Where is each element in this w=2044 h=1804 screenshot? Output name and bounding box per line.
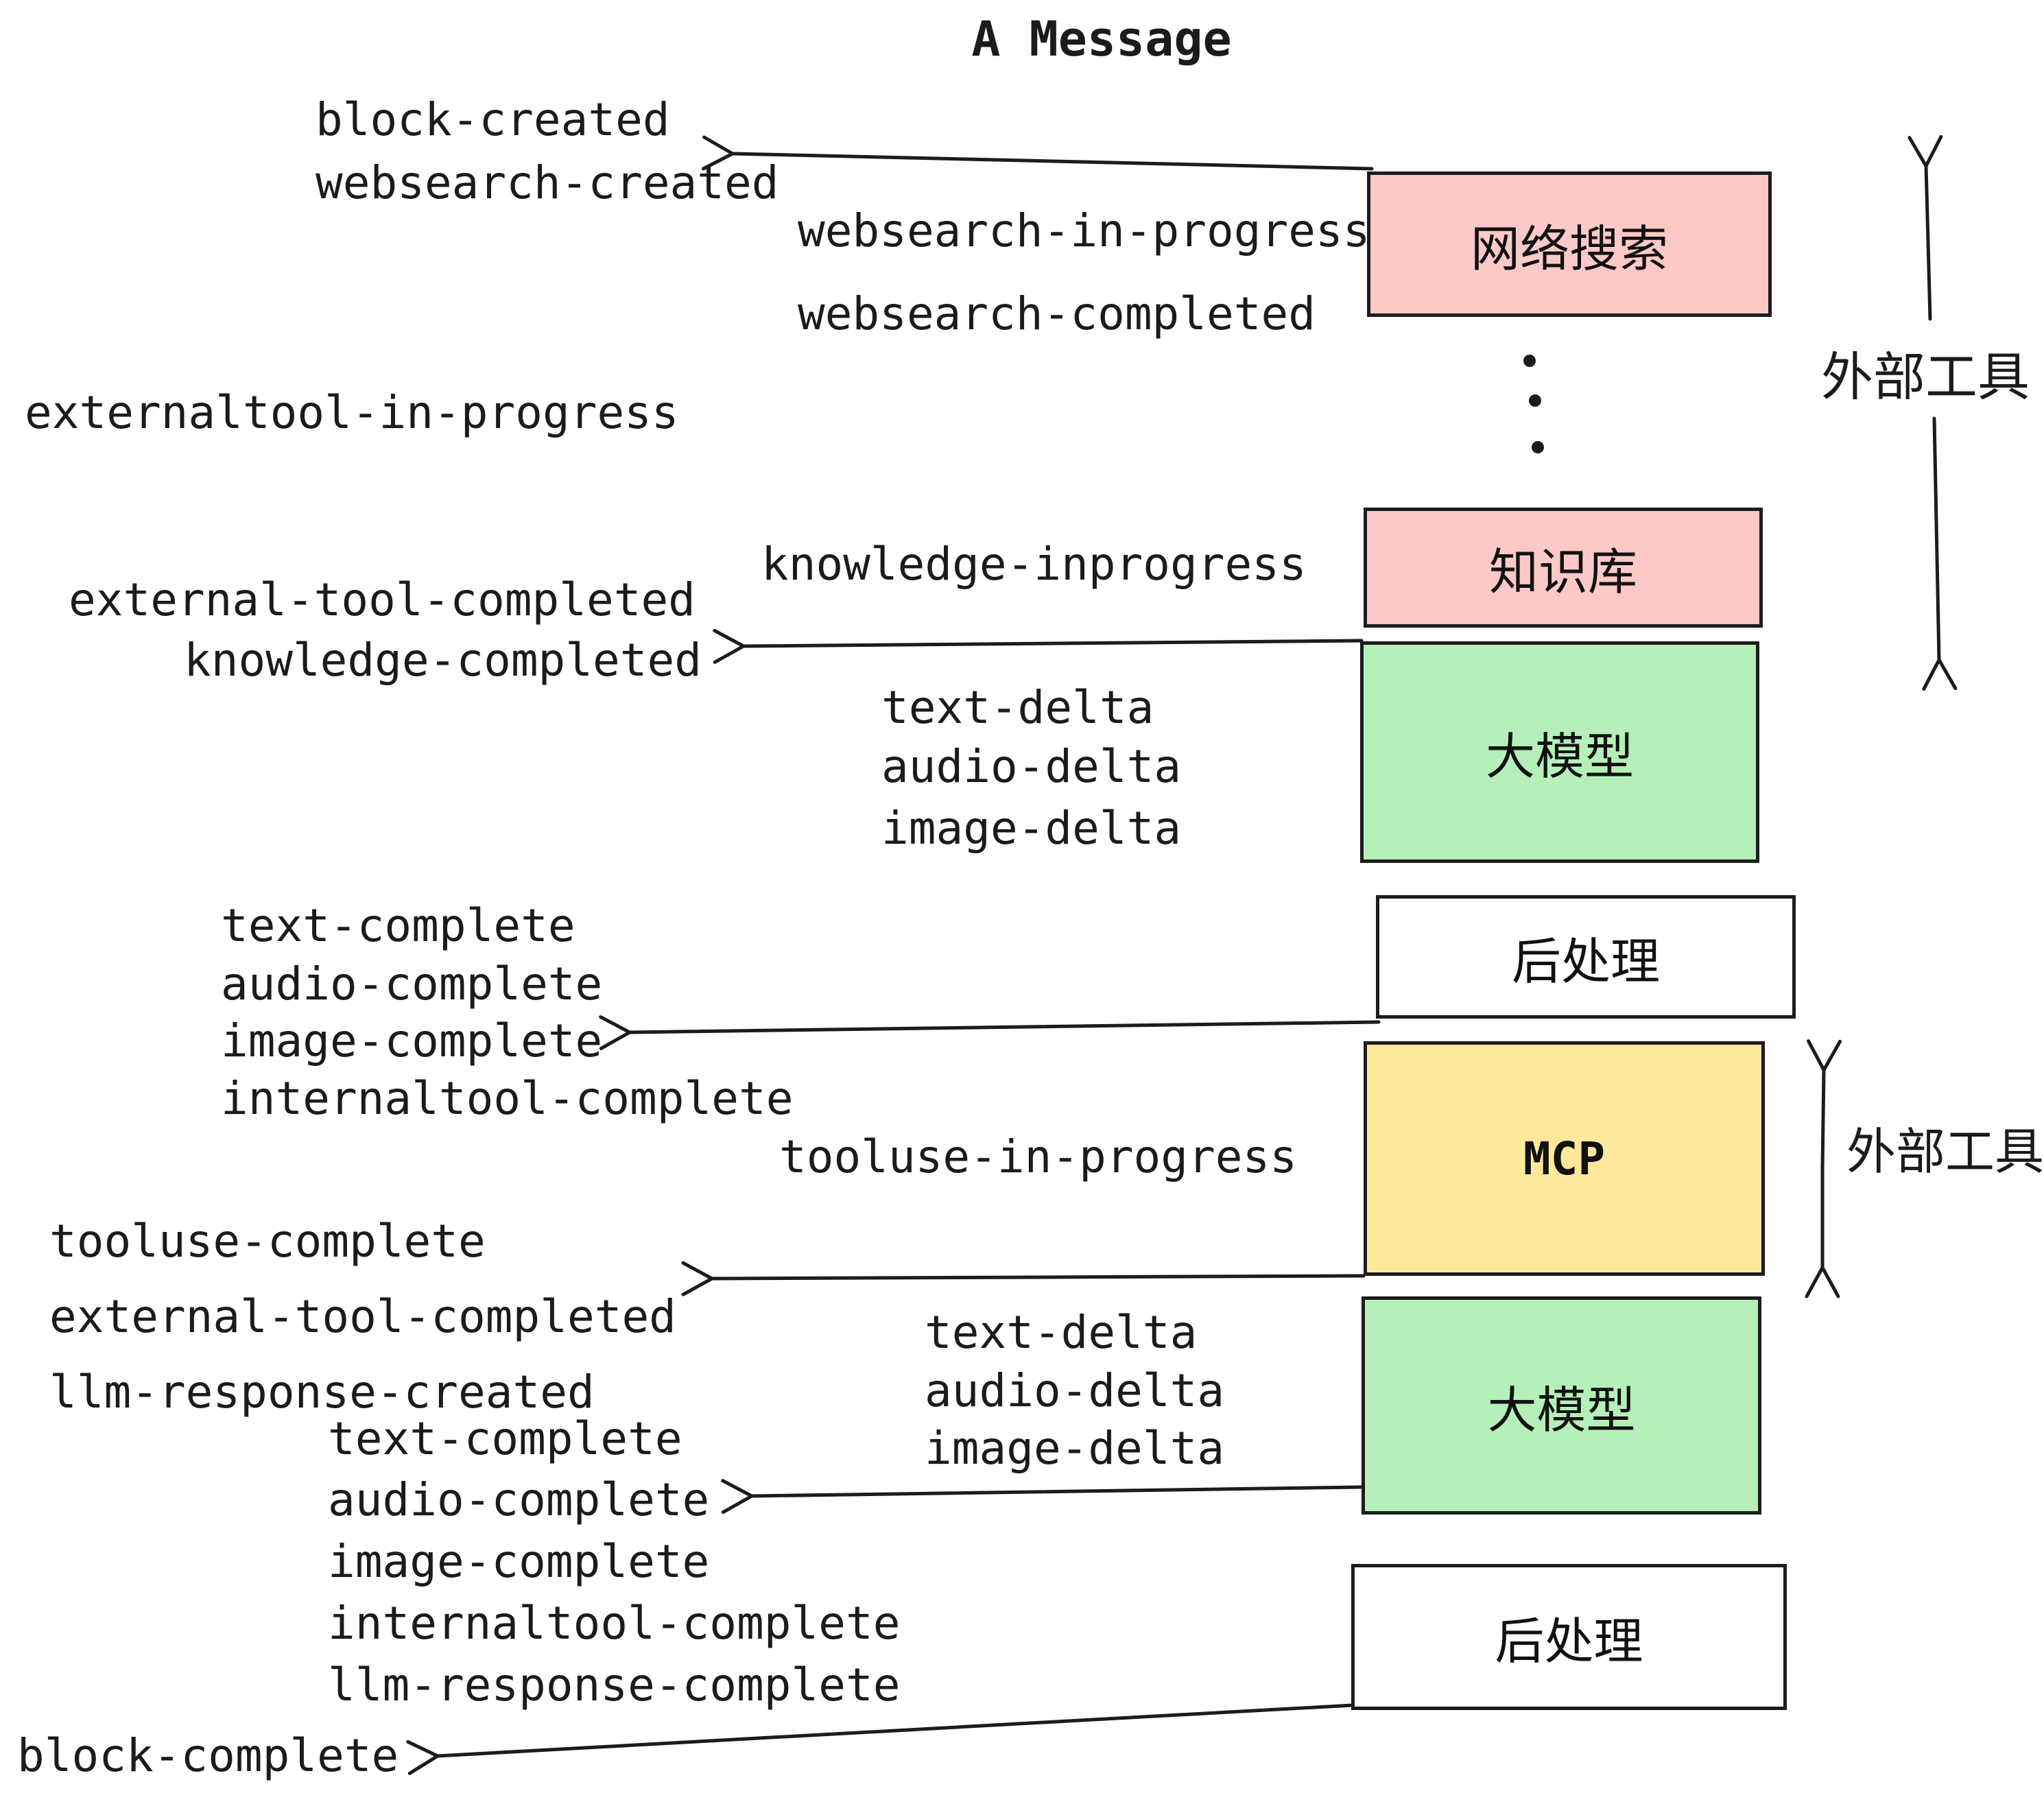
arrow-block-complete xyxy=(406,1703,1355,1775)
arrow-external-tools-down xyxy=(1922,416,1958,691)
event-websearch-created: websearch-created xyxy=(316,156,779,209)
event-externaltool-in-progress: externaltool-in-progress xyxy=(25,386,679,439)
event-audio-delta-1: audio-delta xyxy=(881,740,1182,793)
arrow-internal-complete-1 xyxy=(599,1015,1381,1051)
event-internaltool-complete-1: internaltool-complete xyxy=(221,1072,794,1125)
ellipsis-dot xyxy=(1532,441,1544,453)
box-postprocess-1: 后处理 xyxy=(1376,895,1796,1019)
event-internaltool-complete-2: internaltool-complete xyxy=(328,1597,901,1650)
box-llm-1: 大模型 xyxy=(1360,641,1759,863)
event-knowledge-inprogress: knowledge-inprogress xyxy=(761,538,1307,591)
event-image-delta-1: image-delta xyxy=(881,802,1182,855)
arrow-tooluse-complete xyxy=(681,1261,1366,1296)
event-block-created: block-created xyxy=(316,93,670,146)
box-websearch: 网络搜索 xyxy=(1367,171,1772,317)
event-tooluse-in-progress: tooluse-in-progress xyxy=(779,1130,1297,1183)
event-text-complete-2: text-complete xyxy=(328,1412,682,1465)
event-audio-complete-2: audio-complete xyxy=(328,1473,710,1526)
event-image-complete-1: image-complete xyxy=(221,1014,603,1067)
box-knowledge: 知识库 xyxy=(1364,508,1763,628)
event-llm-response-created: llm-response-created xyxy=(49,1366,595,1419)
event-websearch-in-progress: websearch-in-progress xyxy=(798,204,1370,257)
event-llm-response-complete: llm-response-complete xyxy=(328,1659,901,1711)
arrow-knowledge-completed xyxy=(713,628,1364,664)
event-block-complete: block-complete xyxy=(17,1729,399,1782)
ellipsis-dot xyxy=(1529,394,1541,407)
event-external-tool-completed: external-tool-completed xyxy=(69,573,696,626)
page-title: A Message xyxy=(971,11,1232,67)
event-text-delta-1: text-delta xyxy=(881,681,1154,734)
event-tooluse-complete: tooluse-complete xyxy=(49,1215,486,1268)
label-external-tools-mcp: 外部工具 xyxy=(1846,1125,2044,1180)
event-image-complete-2: image-complete xyxy=(328,1535,710,1588)
arrow-external-tools-up xyxy=(1908,134,1943,321)
box-mcp: MCP xyxy=(1364,1041,1765,1276)
event-image-delta-2: image-delta xyxy=(925,1422,1225,1475)
event-audio-delta-2: audio-delta xyxy=(925,1364,1225,1417)
event-knowledge-completed: knowledge-completed xyxy=(184,634,702,687)
event-text-complete-1: text-complete xyxy=(221,899,575,952)
event-audio-complete-1: audio-complete xyxy=(221,958,603,1010)
arrow-mcp-tools-up xyxy=(1807,1039,1842,1172)
box-llm-2: 大模型 xyxy=(1362,1296,1761,1515)
event-websearch-completed: websearch-completed xyxy=(798,287,1316,340)
event-text-delta-2: text-delta xyxy=(925,1306,1198,1359)
ellipsis-dots xyxy=(1523,355,1544,453)
ellipsis-dot xyxy=(1523,355,1536,367)
arrow-audio-complete-2 xyxy=(721,1479,1364,1515)
label-external-tools-top: 外部工具 xyxy=(1821,348,2030,407)
event-external-tool-completed-2: external-tool-completed xyxy=(49,1290,676,1343)
arrow-websearch-created xyxy=(701,135,1374,171)
box-postprocess-2: 后处理 xyxy=(1351,1564,1787,1710)
